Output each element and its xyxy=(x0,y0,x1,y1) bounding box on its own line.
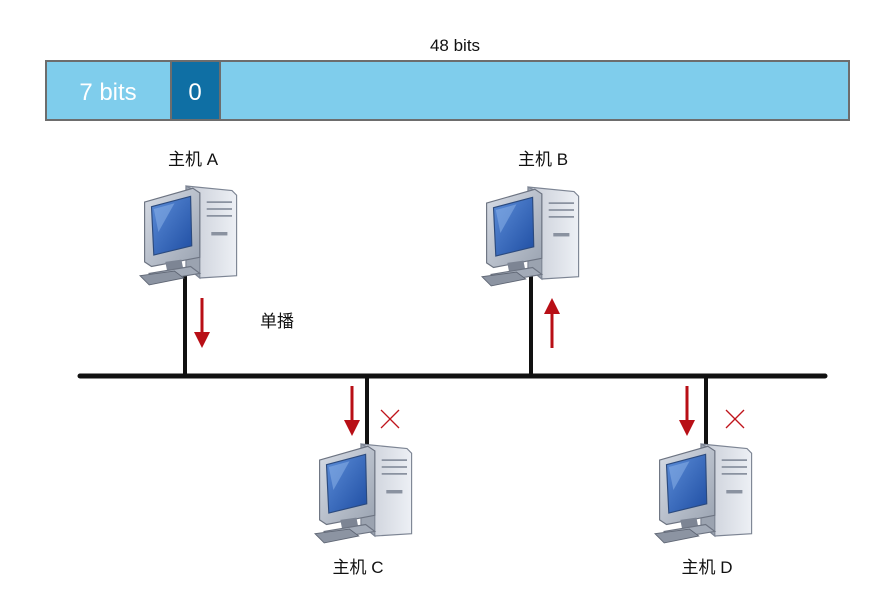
host-c: 主机 C xyxy=(314,443,413,577)
host-d-label: 主机 D xyxy=(682,558,733,577)
arrive-arrow-c xyxy=(342,384,362,438)
host-b: 主机 B xyxy=(481,150,580,287)
host-a: 主机 A xyxy=(139,150,238,286)
flag-bit-value: 0 xyxy=(188,79,201,106)
prefix-segment xyxy=(45,60,172,121)
send-arrow-a xyxy=(192,296,212,350)
host-a-label: 主机 A xyxy=(168,150,219,169)
arrive-arrow-d xyxy=(677,384,697,438)
receive-arrow-b xyxy=(542,296,562,350)
prefix-length-label: 7 bits xyxy=(79,79,136,106)
mode-label: 单播 xyxy=(260,312,294,331)
mac-address-field: 48 bits 7 bits 0 xyxy=(45,36,850,121)
cross-mark-icon xyxy=(725,409,745,429)
cross-mark-icon xyxy=(380,409,400,429)
host-d: 主机 D xyxy=(654,443,753,577)
total-length-label: 48 bits xyxy=(430,36,480,55)
desktop-computer-icon xyxy=(139,185,238,286)
flag-bit-segment xyxy=(170,60,221,121)
host-b-label: 主机 B xyxy=(518,150,568,169)
host-c-label: 主机 C xyxy=(333,558,384,577)
desktop-computer-icon xyxy=(314,443,413,544)
desktop-computer-icon xyxy=(654,443,753,544)
desktop-computer-icon xyxy=(481,186,580,287)
